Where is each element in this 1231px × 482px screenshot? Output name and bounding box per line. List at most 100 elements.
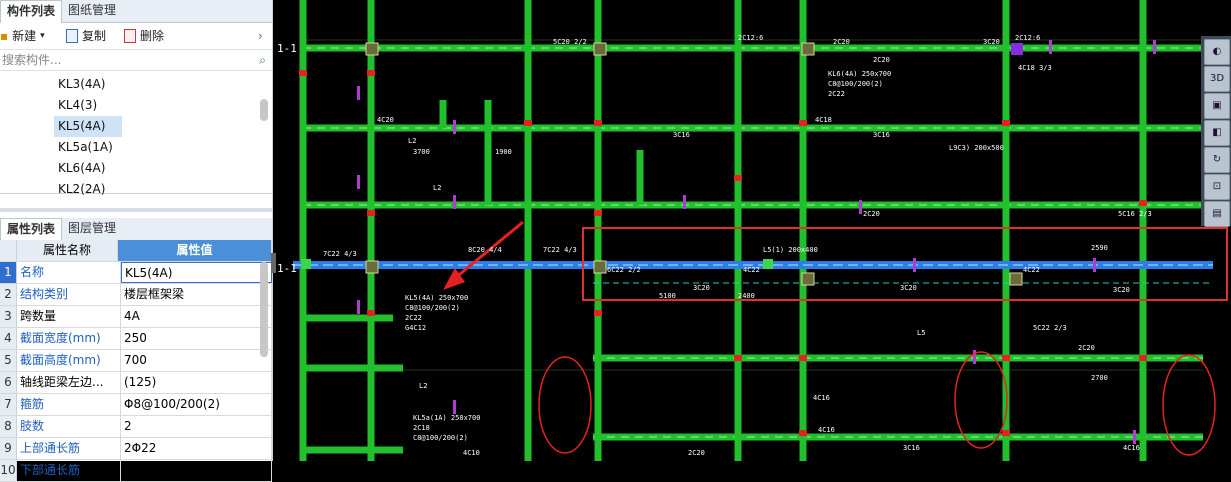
property-name: 名称 bbox=[17, 262, 121, 283]
delete-button[interactable]: 删除 bbox=[124, 23, 164, 49]
annotation-circle bbox=[1162, 354, 1216, 456]
tree-item[interactable]: KL5a(1A) bbox=[58, 140, 113, 154]
property-tabbar: 属性列表 图层管理 bbox=[0, 218, 272, 241]
property-row[interactable]: 2 结构类别 楼层框架梁 bbox=[0, 284, 272, 306]
property-row[interactable]: 3 跨数量 4A bbox=[0, 306, 272, 328]
cad-label: 4C18 bbox=[815, 116, 832, 124]
component-toolbar: ▪ 新建 ▾ 复制 删除 › bbox=[0, 23, 272, 50]
tree-scrollbar[interactable] bbox=[260, 99, 268, 121]
property-name: 轴线距梁左边... bbox=[17, 372, 121, 393]
copy-icon bbox=[66, 29, 78, 43]
purple-column bbox=[1011, 43, 1023, 55]
grid-lines bbox=[303, 39, 1203, 371]
cad-label: 4C22 bbox=[1023, 266, 1040, 274]
cad-label: 1900 bbox=[495, 148, 512, 156]
green-node bbox=[763, 259, 773, 269]
more-tools-icon[interactable]: ▤ bbox=[1204, 201, 1230, 227]
cad-label: 2C20 bbox=[1078, 344, 1095, 352]
refresh-view-icon[interactable]: ↻ bbox=[1204, 147, 1230, 173]
property-value[interactable]: 2 bbox=[121, 416, 272, 437]
cad-label: C8@100/200(2) bbox=[405, 304, 460, 312]
tree-item[interactable]: KL4(3) bbox=[58, 98, 98, 112]
axis-label: 1-1 bbox=[277, 262, 297, 275]
cad-label: 4C16 bbox=[1123, 444, 1140, 452]
cad-label: 5100 bbox=[659, 292, 676, 300]
property-value[interactable] bbox=[121, 460, 272, 481]
search-input[interactable]: 搜索构件... ⌕ bbox=[0, 50, 272, 71]
property-name: 下部通长筋 bbox=[17, 460, 121, 481]
property-row[interactable]: 4 截面宽度(mm) 250 bbox=[0, 328, 272, 350]
property-row[interactable]: 9 上部通长筋 2Φ22 bbox=[0, 438, 272, 460]
property-value[interactable]: 楼层框架梁 bbox=[121, 284, 272, 305]
cad-label: 2C12:6 bbox=[1015, 34, 1040, 42]
cad-label: 7C22 4/3 bbox=[543, 246, 577, 254]
cad-label: 2C20 bbox=[873, 56, 890, 64]
cube-front-icon[interactable]: ▣ bbox=[1204, 93, 1230, 119]
copy-button-label: 复制 bbox=[82, 29, 107, 43]
cad-label: 2C22 bbox=[828, 90, 845, 98]
selected-beam[interactable] bbox=[293, 261, 1213, 269]
cad-label: KL5a(1A) 250x700 bbox=[413, 414, 480, 422]
panel-splitter[interactable] bbox=[0, 208, 272, 212]
search-icon[interactable]: ⌕ bbox=[259, 53, 266, 67]
cad-label: 4C18 3/3 bbox=[1018, 64, 1052, 72]
property-row[interactable]: 8 肢数 2 bbox=[0, 416, 272, 438]
cad-label: 4C16 bbox=[818, 426, 835, 434]
more-icon[interactable]: › bbox=[258, 29, 263, 43]
new-button[interactable]: ▪ 新建 ▾ bbox=[0, 23, 45, 49]
cad-label: 2700 bbox=[1091, 374, 1108, 382]
property-row[interactable]: 7 箍筋 Φ8@100/200(2) bbox=[0, 394, 272, 416]
property-row[interactable]: 5 截面高度(mm) 700 bbox=[0, 350, 272, 372]
component-tree: KL3(4A) KL4(3) KL5(4A) KL5a(1A) KL6(4A) … bbox=[0, 71, 272, 196]
drawing-canvas[interactable]: 5C20 2/2 2C12:6 2C20 3C20 2C12:6 2C20 KL… bbox=[273, 0, 1231, 461]
property-name-header: 属性名称 bbox=[17, 240, 118, 261]
tab-layer-management[interactable]: 图层管理 bbox=[68, 221, 117, 235]
cad-label: L2 bbox=[419, 382, 427, 390]
row-number: 9 bbox=[0, 438, 17, 459]
cad-label: 3C20 bbox=[693, 284, 710, 292]
property-row[interactable]: 6 轴线距梁左边... (125) bbox=[0, 372, 272, 394]
property-scrollbar[interactable] bbox=[260, 262, 268, 357]
property-name: 跨数量 bbox=[17, 306, 121, 327]
rotate-3d-icon[interactable]: ◐ bbox=[1204, 39, 1230, 65]
tab-drawing-management[interactable]: 图纸管理 bbox=[68, 3, 117, 17]
property-row-name[interactable]: 1 名称 KL5(4A) bbox=[0, 262, 272, 284]
cad-label: 4C20 bbox=[377, 116, 394, 124]
view-3d-icon[interactable]: 3D bbox=[1204, 66, 1230, 92]
tree-item[interactable]: KL2(2A) bbox=[58, 182, 106, 196]
property-value[interactable]: (125) bbox=[121, 372, 272, 393]
property-row[interactable]: 10 下部通长筋 bbox=[0, 460, 272, 482]
delete-icon bbox=[124, 29, 136, 43]
property-value-input[interactable]: KL5(4A) bbox=[121, 262, 272, 283]
tree-item-selected[interactable]: KL5(4A) bbox=[54, 116, 122, 137]
cad-label: 4C16 bbox=[813, 394, 830, 402]
property-value[interactable]: 4A bbox=[121, 306, 272, 327]
axis-label: 1-1 bbox=[277, 42, 297, 55]
cad-label: 3C16 bbox=[873, 131, 890, 139]
tab-property-list[interactable]: 属性列表 bbox=[0, 218, 63, 241]
property-value[interactable]: 700 bbox=[121, 350, 272, 371]
tab-component-list[interactable]: 构件列表 bbox=[0, 0, 63, 23]
cad-label: L2 bbox=[433, 184, 441, 192]
property-value[interactable]: 250 bbox=[121, 328, 272, 349]
row-number: 1 bbox=[0, 262, 17, 283]
tree-item[interactable]: KL3(4A) bbox=[58, 77, 106, 91]
property-value[interactable]: Φ8@100/200(2) bbox=[121, 394, 272, 415]
cad-label: KL5(4A) 250x700 bbox=[405, 294, 468, 302]
collapse-panel-handle[interactable] bbox=[271, 253, 276, 273]
copy-button[interactable]: 复制 bbox=[66, 23, 106, 49]
cube-top-icon[interactable]: ◧ bbox=[1204, 120, 1230, 146]
dropdown-arrow-icon[interactable]: ▾ bbox=[40, 31, 45, 41]
property-name: 肢数 bbox=[17, 416, 121, 437]
tree-item[interactable]: KL6(4A) bbox=[58, 161, 106, 175]
cad-label: 2C12:6 bbox=[738, 34, 763, 42]
property-name: 箍筋 bbox=[17, 394, 121, 415]
view-toolbar: ◐ 3D ▣ ◧ ↻ ⊡ ▤ bbox=[1201, 36, 1231, 227]
annotation-circle bbox=[954, 351, 1008, 449]
cad-label: L5 bbox=[917, 329, 925, 337]
cad-label: 3C16 bbox=[903, 444, 920, 452]
cad-label: 3700 bbox=[413, 148, 430, 156]
property-value[interactable]: 2Φ22 bbox=[121, 438, 272, 459]
zoom-extent-icon[interactable]: ⊡ bbox=[1204, 174, 1230, 200]
cad-label: 2C22 bbox=[405, 314, 422, 322]
